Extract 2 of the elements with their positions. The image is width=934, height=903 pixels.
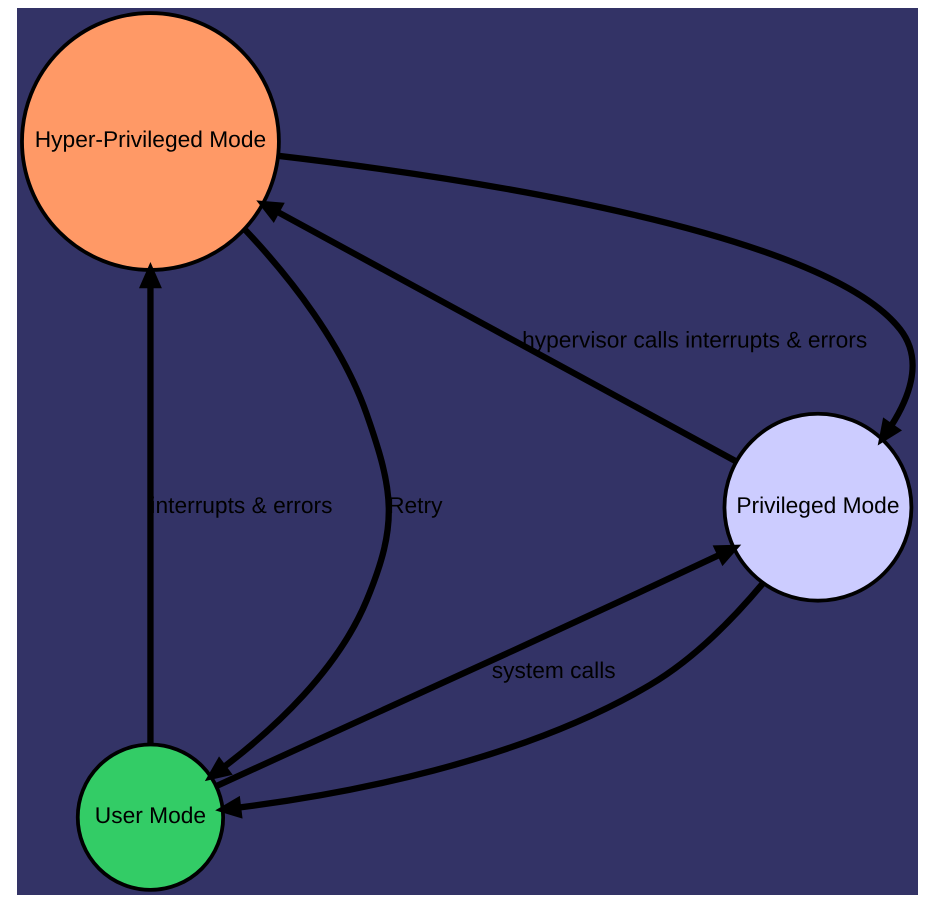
edge-label: system calls xyxy=(491,657,616,684)
edge-label: interrupts & errors xyxy=(150,492,332,518)
